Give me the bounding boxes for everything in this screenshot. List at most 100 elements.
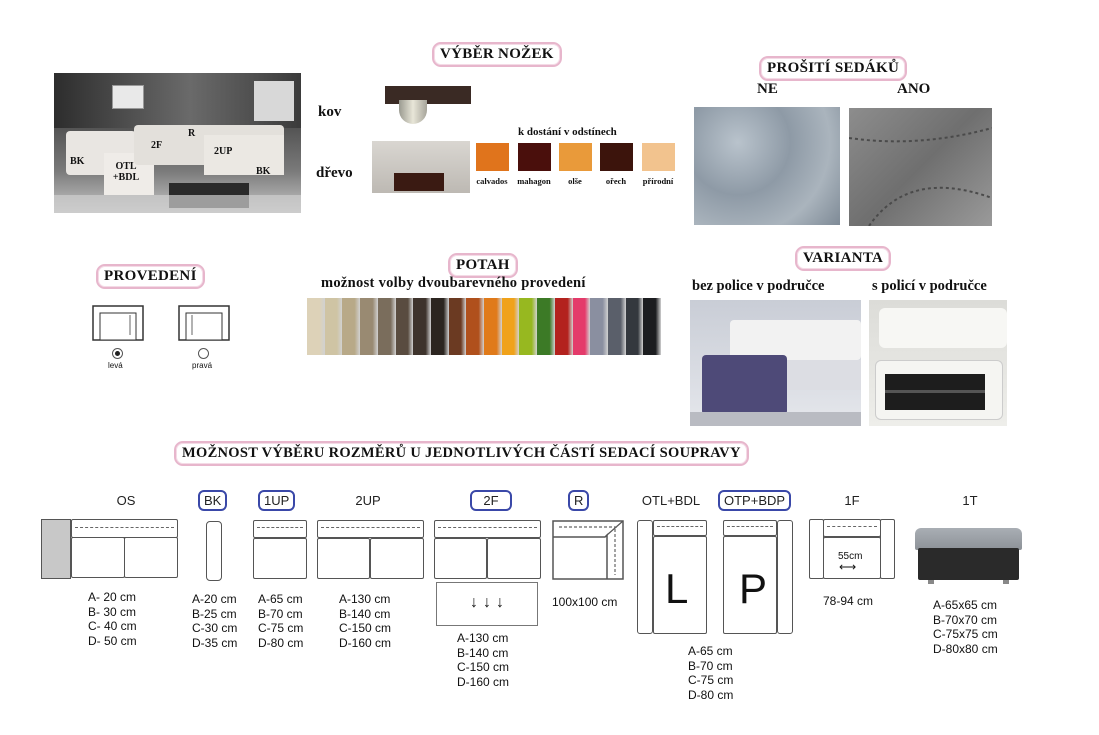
module-1f-inner-dim: 55cm — [838, 551, 863, 562]
module-1f-diagram — [809, 519, 895, 581]
photo-label-otl: OTL — [115, 161, 137, 172]
provedeni-title: PROVEDENÍ — [96, 264, 205, 289]
module-otl-letter: L — [665, 565, 689, 612]
module-1up-diagram — [253, 520, 308, 580]
shade-mahagon-name: mahagon — [517, 176, 551, 186]
dim-item: D-80 cm — [688, 687, 734, 702]
fabric-swatch — [395, 298, 414, 355]
module-2f-dims: A-130 cm B-140 cm C-150 cm D-160 cm — [457, 631, 509, 689]
module-os-label: OS — [116, 493, 136, 508]
potah-subtitle: možnost volby dvoubarevného provedení — [321, 275, 586, 291]
orientation-left-radio[interactable] — [112, 348, 123, 359]
dim-item: D-160 cm — [339, 635, 392, 650]
shade-mahagon-swatch — [518, 143, 551, 171]
dim-item: C-75 cm — [688, 673, 734, 687]
shade-prirodni-name: přírodní — [642, 176, 674, 186]
fabric-swatch — [572, 298, 591, 355]
dim-item: C-75 cm — [258, 621, 304, 635]
module-2up-label: 2UP — [355, 493, 381, 508]
fabric-swatch — [307, 298, 325, 355]
dim-item: A-65x65 cm — [933, 598, 998, 612]
module-os-dims: A- 20 cm B- 30 cm C- 40 cm D- 50 cm — [88, 590, 137, 648]
dim-item: C-150 cm — [457, 660, 510, 674]
shade-calvados-name: calvados — [476, 176, 508, 186]
dim-item: B-70 cm — [258, 606, 303, 621]
module-2f-label: 2F — [470, 490, 512, 511]
stitching-ano-label: ANO — [897, 81, 931, 97]
module-otl-bdl-diagram — [637, 520, 709, 636]
orientation-right-radio[interactable] — [198, 348, 209, 359]
orientation-left-label: levá — [108, 361, 123, 370]
shades-title: k dostání v odstínech — [518, 126, 617, 138]
module-1f-dims: 78-94 cm — [823, 594, 873, 609]
dim-item: B-70x70 cm — [933, 612, 998, 627]
module-otp-letter: P — [739, 565, 768, 612]
metal-leg-image — [385, 86, 471, 126]
legs-kov-label: kov — [318, 104, 342, 120]
dim-item: C-75x75 cm — [933, 627, 998, 641]
legs-title: VÝBĚR NOŽEK — [432, 42, 562, 67]
dim-item: C- 40 cm — [88, 619, 137, 633]
dim-item: A-130 cm — [457, 631, 509, 645]
varianta-s-label: s policí v područce — [872, 278, 987, 294]
fabric-swatch — [537, 298, 555, 355]
fabric-swatch — [448, 298, 467, 355]
dim-item: C-150 cm — [339, 621, 392, 635]
fabric-swatch — [501, 298, 520, 355]
module-os-diagram — [41, 519, 178, 579]
dim-item: A-130 cm — [339, 592, 391, 606]
fabric-swatch — [643, 298, 662, 355]
fabric-swatch — [430, 298, 449, 355]
module-1f-label: 1F — [844, 493, 860, 508]
module-bk-diagram — [206, 521, 222, 581]
dim-item: B-140 cm — [339, 606, 391, 621]
shade-olse-swatch — [559, 143, 592, 171]
sofa-photo: BK OTL +BDL 2F R 2UP BK — [54, 73, 301, 213]
legs-drevo-label: dřevo — [316, 165, 353, 181]
photo-label-bk-left: BK — [70, 156, 85, 167]
module-1t-label: 1T — [962, 493, 978, 508]
fabric-swatch — [324, 298, 343, 355]
orientation-left-diagram — [92, 305, 144, 341]
module-bk-dims: A-20 cm B-25 cm C-30 cm D-35 cm — [192, 592, 237, 650]
module-otp-bdp-diagram — [723, 520, 795, 636]
fabric-color-strip — [307, 298, 662, 355]
dim-item: B-70 cm — [688, 658, 733, 673]
photo-label-bk-right: BK — [256, 166, 271, 177]
varianta-title: VARIANTA — [795, 246, 892, 271]
module-1f-arrow-icon: ⟷ — [839, 560, 857, 574]
module-1up-dims: A-65 cm B-70 cm C-75 cm D-80 cm — [258, 592, 303, 650]
dim-item: B-25 cm — [192, 606, 237, 621]
fabric-swatch — [342, 298, 361, 355]
fabric-swatch — [484, 298, 502, 355]
stitching-ano-image — [849, 108, 992, 226]
photo-label-2up: 2UP — [214, 146, 233, 157]
module-2up-dims: A-130 cm B-140 cm C-150 cm D-160 cm — [339, 592, 391, 650]
module-otp-dims: A-65 cm B-70 cm C-75 cm D-80 cm — [688, 644, 733, 702]
fabric-swatch — [377, 298, 396, 355]
orientation-right-diagram — [178, 305, 230, 341]
stitching-ne-label: NE — [757, 81, 778, 97]
varianta-bez-label: bez police v područce — [692, 278, 825, 294]
dim-item: A-65 cm — [688, 644, 733, 658]
orientation-right-label: pravá — [192, 361, 213, 370]
dim-item: D-80x80 cm — [933, 641, 998, 656]
stitching-title: PROŠITÍ SEDÁKŮ — [759, 56, 908, 81]
module-1t-diagram — [915, 528, 1023, 585]
module-r-diagram — [552, 520, 624, 580]
module-r-label: R — [568, 490, 590, 511]
shade-calvados-swatch — [476, 143, 509, 171]
photo-label-r: R — [188, 128, 196, 139]
shade-olse-name: olše — [568, 176, 582, 186]
photo-label-bdl: +BDL — [112, 172, 140, 183]
dim-item: B- 30 cm — [88, 604, 137, 619]
module-1t-dims: A-65x65 cm B-70x70 cm C-75x75 cm D-80x80… — [933, 598, 998, 656]
fabric-swatch — [590, 298, 608, 355]
photo-label-2f: 2F — [151, 140, 163, 151]
dim-item: A- 20 cm — [88, 590, 137, 604]
stitching-ne-image — [694, 107, 840, 225]
module-r-dims: 100x100 cm — [552, 595, 617, 610]
dim-item: 100x100 cm — [552, 595, 618, 609]
sizes-title: MOŽNOST VÝBĚRU ROZMĚRŮ U JEDNOTLIVÝCH ČÁ… — [174, 441, 749, 466]
module-2up-diagram — [317, 520, 425, 580]
